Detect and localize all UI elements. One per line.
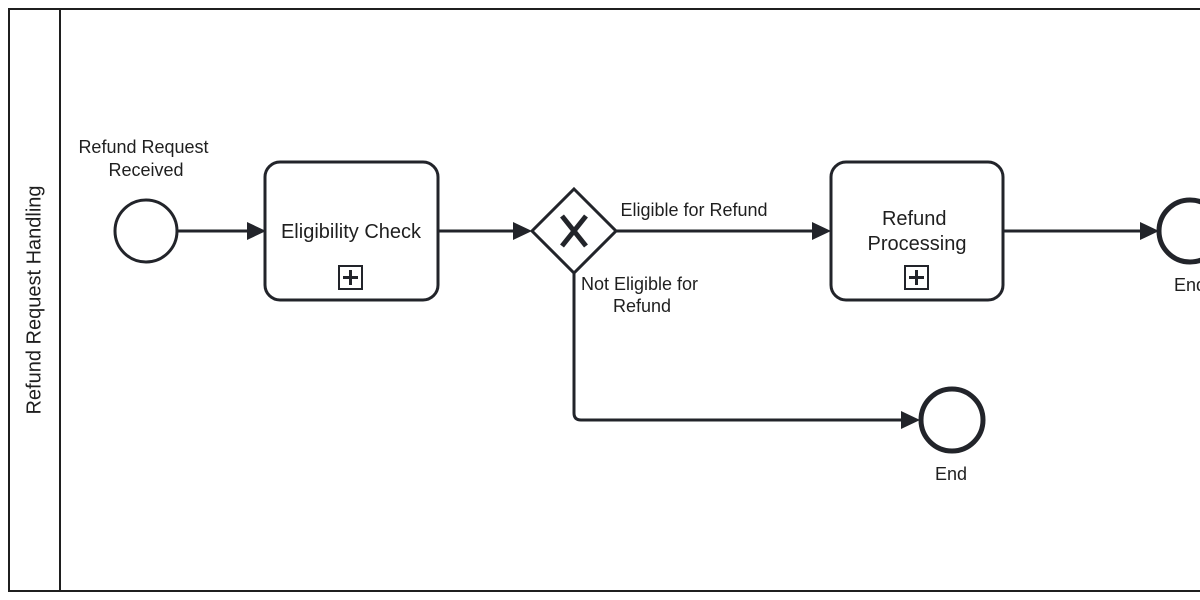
subprocess-plus-icon[interactable] (904, 265, 929, 290)
task-refund-processing[interactable]: Refund Processing (829, 160, 1005, 302)
end-event-circle-icon (918, 386, 986, 454)
sequence-flows (175, 222, 1159, 429)
end-event-rejected-label: End (935, 464, 967, 484)
end-event-refunded-label: End (1174, 275, 1200, 295)
flow-eligible[interactable] (614, 222, 831, 240)
arrowhead-icon (901, 411, 920, 429)
x-icon (560, 214, 588, 248)
end-event-rejected[interactable] (918, 386, 986, 454)
exclusive-gateway[interactable] (529, 186, 619, 276)
end-event-refunded[interactable] (1156, 197, 1200, 265)
start-event[interactable] (113, 198, 179, 264)
task-label: Refund Processing (868, 208, 967, 255)
subprocess-plus-icon[interactable] (338, 265, 363, 290)
task-box (829, 160, 1005, 302)
lane-label: Refund Request Handling (23, 185, 45, 414)
start-event-circle-icon (113, 198, 179, 264)
task-box (263, 160, 440, 302)
pool: Refund Request Handling (8, 8, 1200, 592)
flow-label-eligible: Eligible for Refund (620, 200, 767, 220)
pool-border (8, 8, 1200, 592)
task-label: Eligibility Check (281, 221, 422, 243)
arrowhead-icon (1140, 222, 1159, 240)
task-eligibility-check[interactable]: Eligibility Check (263, 160, 440, 302)
flow-not-eligible[interactable] (572, 272, 920, 429)
arrowhead-icon (247, 222, 266, 240)
flow-eligibility-to-gateway[interactable] (436, 222, 532, 240)
flow-refund-to-end[interactable] (1001, 222, 1159, 240)
flow-start-to-eligibility[interactable] (175, 222, 266, 240)
end-event-circle-icon (1156, 197, 1200, 265)
flow-label-not-eligible: Not Eligible for Refund (581, 274, 703, 316)
arrowhead-icon (812, 222, 831, 240)
start-event-label: Refund Request Received (78, 137, 213, 180)
arrowhead-icon (513, 222, 532, 240)
